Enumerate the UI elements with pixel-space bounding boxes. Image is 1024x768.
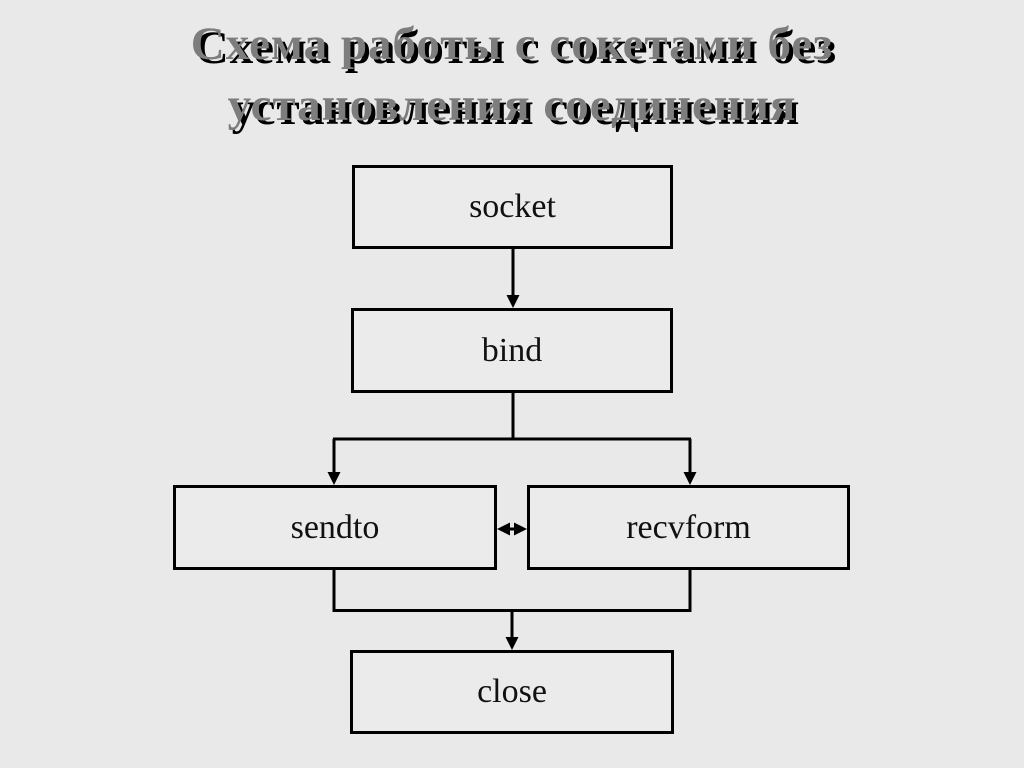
node-bind: bind bbox=[351, 308, 673, 393]
double-arrow-left-head bbox=[497, 522, 510, 536]
arrow-bind-recvform-head bbox=[683, 472, 697, 485]
slide-title: Схема работы с сокетами без установления … bbox=[0, 14, 1024, 136]
node-bind-label: bind bbox=[481, 331, 543, 369]
node-sendto: sendto bbox=[173, 485, 497, 570]
node-sendto-label: sendto bbox=[290, 508, 380, 546]
title-line-2: установления соединения bbox=[227, 79, 797, 131]
arrow-bind-sendto-head bbox=[327, 472, 341, 485]
node-socket: socket bbox=[352, 165, 673, 249]
node-socket-label: socket bbox=[469, 188, 556, 225]
title-line-1: Схема работы с сокетами без bbox=[190, 18, 834, 70]
node-recvform-label: recvform bbox=[626, 508, 751, 546]
node-recvform: recvform bbox=[527, 485, 850, 570]
arrow-socket-bind-head bbox=[506, 295, 520, 308]
arrow-merge-close-head bbox=[505, 637, 519, 650]
node-close: close bbox=[350, 650, 674, 734]
double-arrow-right-head bbox=[514, 522, 527, 536]
node-close-label: close bbox=[477, 673, 547, 710]
